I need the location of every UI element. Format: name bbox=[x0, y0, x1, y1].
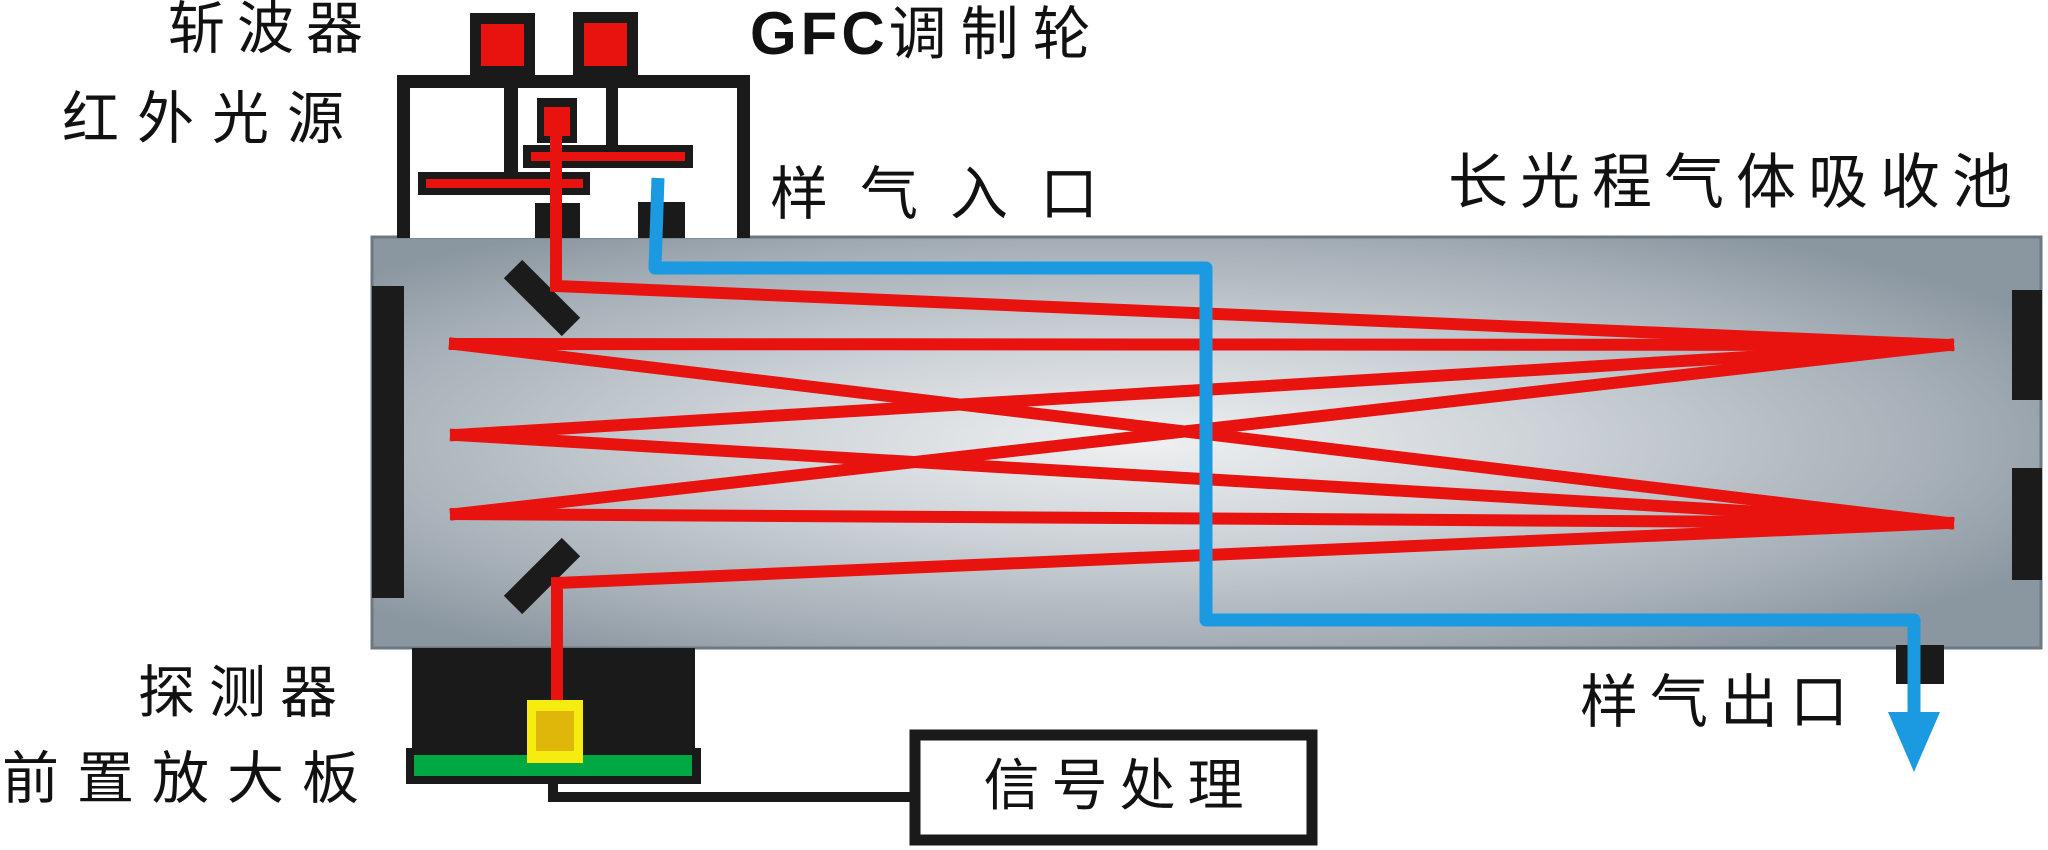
entry-fold-mirror bbox=[503, 259, 581, 337]
right-mirror-upper bbox=[2012, 290, 2042, 400]
exit-fold-mirror bbox=[503, 537, 581, 615]
gfc-wheel-label-cn: 调制轮 bbox=[888, 2, 1105, 67]
source-housing-right-wall bbox=[737, 75, 750, 238]
red-parts bbox=[426, 23, 685, 188]
detector-label: 探测器 bbox=[138, 662, 351, 725]
gfc-motor-core bbox=[584, 23, 627, 66]
source-housing-top-wall bbox=[397, 75, 750, 88]
left-mirror bbox=[372, 286, 404, 598]
beam-entry-path bbox=[550, 124, 1955, 352]
signal-processing-box bbox=[909, 729, 1318, 846]
preamp-board-label: 前置放大板 bbox=[2, 748, 377, 811]
gfc-wheel-stripe bbox=[531, 152, 685, 161]
beam-exit-path bbox=[551, 516, 1955, 711]
gas-inlet-label: 样气入口 bbox=[770, 162, 1131, 227]
gas-outlet-arrow-icon bbox=[1888, 712, 1940, 772]
chopper-motor-core bbox=[481, 24, 524, 66]
detector-element-window bbox=[536, 711, 574, 751]
gas-outlet-label: 样气出口 bbox=[1580, 670, 1861, 735]
cell-mirrors bbox=[372, 259, 2042, 615]
ir-source-label: 红外光源 bbox=[62, 88, 362, 151]
right-mirror-lower bbox=[2012, 468, 2042, 580]
chopper-label: 斩波器 bbox=[168, 0, 375, 61]
preamp-pcb bbox=[414, 755, 692, 776]
chopper-motor-shaft bbox=[504, 77, 518, 176]
source-housing-left-wall bbox=[397, 75, 410, 238]
gfc-motor-shaft bbox=[606, 77, 618, 148]
absorption-cell-label: 长光程气体吸收池 bbox=[1448, 150, 2024, 216]
signal-wire bbox=[548, 776, 915, 802]
sample-gas-tube bbox=[648, 177, 1921, 716]
gfc-wheel-label: GFC调制轮 bbox=[750, 2, 1105, 66]
chopper-wheel-stripe bbox=[426, 179, 583, 188]
gfc-wheel-label-en: GFC bbox=[750, 0, 889, 67]
signal-processing-label: 信号处理 bbox=[983, 755, 1256, 818]
